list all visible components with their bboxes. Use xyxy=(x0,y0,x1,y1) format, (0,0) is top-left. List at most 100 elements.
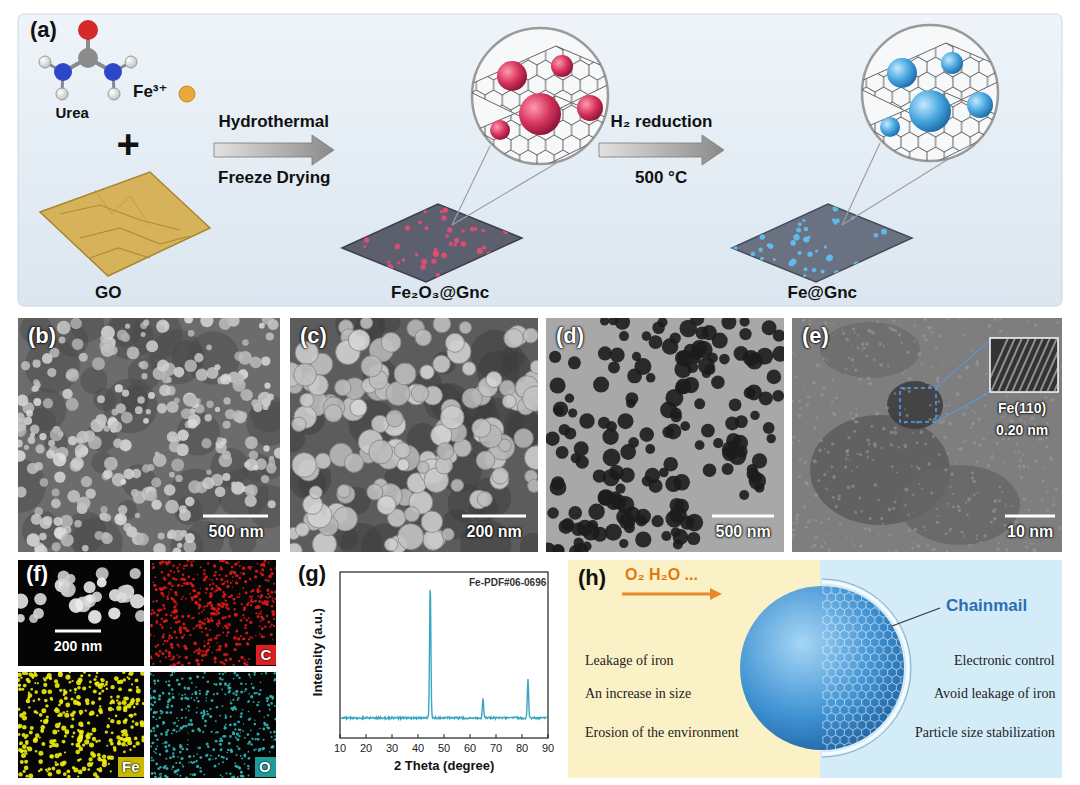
texture-dot xyxy=(851,345,853,347)
texture-dot xyxy=(59,699,63,703)
texture-dot xyxy=(252,601,254,603)
texture-dot xyxy=(802,319,806,323)
texture-dot xyxy=(43,516,53,526)
texture-dot xyxy=(167,573,170,576)
texture-dot xyxy=(80,367,107,394)
texture-dot xyxy=(602,429,618,445)
texture-dot xyxy=(504,329,523,348)
texture-dot xyxy=(153,584,156,587)
texture-dot xyxy=(261,636,263,638)
texture-dot xyxy=(454,238,459,243)
texture-dot xyxy=(62,761,66,765)
texture-dot xyxy=(213,607,217,611)
texture-dot xyxy=(178,620,181,623)
texture-dot xyxy=(826,359,828,361)
texture-dot xyxy=(946,503,948,505)
texture-dot xyxy=(860,510,862,512)
texture-dot xyxy=(616,484,626,494)
texture-dot xyxy=(227,631,230,634)
texture-dot xyxy=(66,574,76,584)
texture-dot xyxy=(803,506,806,509)
sem-texture xyxy=(290,318,538,552)
crease xyxy=(80,228,190,244)
texture-dot xyxy=(964,440,967,443)
texture-dot xyxy=(233,648,236,651)
texture-dot xyxy=(872,459,874,461)
go-sheet xyxy=(40,172,210,276)
texture-dot xyxy=(161,571,164,574)
sheet xyxy=(40,172,210,276)
texture-dot xyxy=(33,379,39,385)
texture-dot xyxy=(225,561,228,564)
texture-dot xyxy=(168,655,171,658)
texture-dot xyxy=(177,585,179,587)
texture-dot xyxy=(55,761,57,763)
texture-dot xyxy=(767,243,771,247)
texture-dot xyxy=(499,219,505,225)
texture-dot xyxy=(193,642,197,646)
texture-dot xyxy=(476,451,495,470)
texture-dot xyxy=(520,533,538,552)
texture-dot xyxy=(938,334,941,337)
texture-dot xyxy=(116,592,127,603)
texture-dot xyxy=(204,640,206,642)
texture-dot xyxy=(63,772,67,776)
texture-dot xyxy=(222,627,224,629)
texture-dot xyxy=(211,579,213,581)
texture-dot xyxy=(155,600,157,602)
texture-dot xyxy=(162,595,164,597)
texture-dot xyxy=(960,531,963,534)
texture-dot xyxy=(945,550,948,552)
texture-dot xyxy=(169,472,175,478)
texture-dot xyxy=(639,427,654,442)
texture-dot xyxy=(171,458,184,471)
texture-dot xyxy=(72,517,123,552)
texture-dot xyxy=(162,604,165,607)
texture-dot xyxy=(70,318,82,329)
texture-dot xyxy=(104,457,118,471)
texture-dot xyxy=(261,601,263,603)
texture-dot xyxy=(1034,460,1037,463)
texture-dot xyxy=(198,604,202,608)
texture-dot xyxy=(273,583,275,585)
texture-dot xyxy=(1050,458,1053,461)
texture-dot xyxy=(355,212,359,216)
texture-dot xyxy=(820,439,823,442)
texture-dot xyxy=(218,645,221,648)
texture-dot xyxy=(437,443,454,460)
texture-dot xyxy=(156,613,159,616)
texture-dot xyxy=(225,643,227,645)
texture-dot xyxy=(185,564,188,567)
texture-dot xyxy=(267,597,269,599)
texture-dot xyxy=(502,395,516,409)
texture-dot xyxy=(466,274,470,278)
texture-dot xyxy=(799,407,802,410)
texture-dot xyxy=(958,448,961,451)
texture-dot xyxy=(31,514,42,525)
texture-dot xyxy=(188,662,191,665)
texture-dot xyxy=(502,219,508,225)
texture-dot xyxy=(415,253,419,257)
texture-dot xyxy=(831,323,833,325)
texture-dot xyxy=(48,440,55,447)
texture-dot xyxy=(756,348,773,365)
texture-dot xyxy=(434,248,438,252)
texture-dot xyxy=(212,583,214,585)
texture-dot xyxy=(212,607,215,610)
texture-dot xyxy=(238,577,241,580)
texture-dot xyxy=(260,610,262,612)
texture-dot xyxy=(242,572,245,575)
texture-dot xyxy=(904,369,906,371)
texture-dot xyxy=(1051,398,1055,402)
texture-dot xyxy=(68,436,77,445)
texture-dot xyxy=(908,390,911,393)
texture-dot xyxy=(845,368,848,371)
texture-dot xyxy=(217,607,220,610)
texture-dot xyxy=(730,241,736,247)
texture-dot xyxy=(966,366,970,370)
texture-dot xyxy=(18,594,28,609)
texture-dot xyxy=(121,479,127,485)
texture-dot xyxy=(271,605,274,608)
texture-dot xyxy=(43,398,53,408)
texture-dot xyxy=(962,441,964,443)
